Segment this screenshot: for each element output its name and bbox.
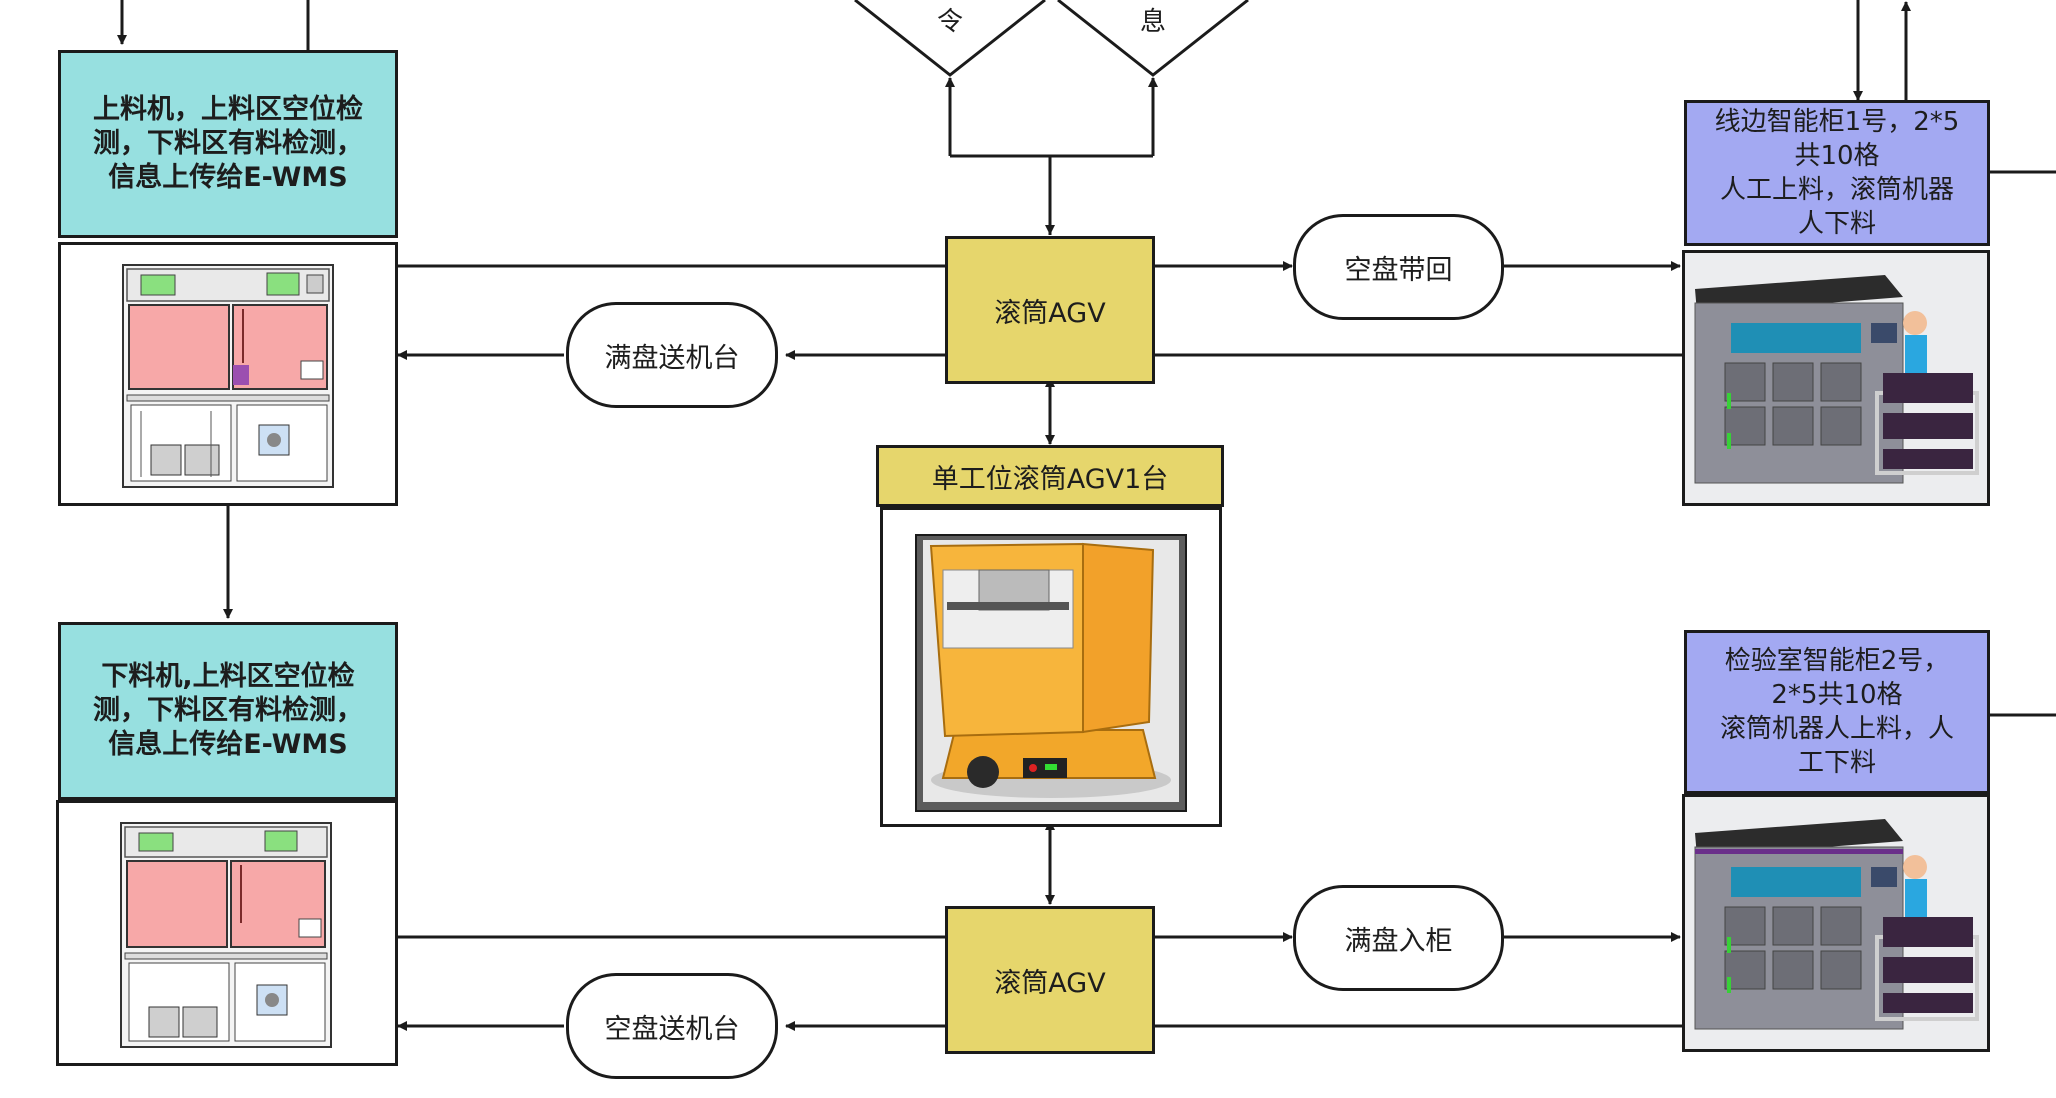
unloader-description-box: 下料机,上料区空位检 测，下料区有料检测， 信息上传给E-WMS [58, 622, 398, 800]
loader-description-box: 上料机，上料区空位检 测，下料区有料检测， 信息上传给E-WMS [58, 50, 398, 238]
unloader-machine-image [56, 800, 398, 1066]
cabinet2-image [1682, 794, 1990, 1052]
diamond-left-text: 令 [937, 7, 963, 37]
cabinet1-description-box: 线边智能柜1号，2*5 共10格 人工上料，滚筒机器 人下料 [1684, 100, 1990, 246]
agv-photo-frame [880, 507, 1222, 827]
empty-tray-to-machine-pill: 空盘送机台 [566, 973, 778, 1079]
agv-robot-illustration [915, 534, 1187, 812]
unloader-machine-drawing [120, 822, 332, 1048]
full-tray-to-machine-pill: 满盘送机台 [566, 302, 778, 408]
cabinet1-illustration [1685, 253, 1987, 503]
cabinet1-image [1682, 250, 1990, 506]
full-tray-to-cabinet-pill: 满盘入柜 [1293, 885, 1504, 991]
cabinet2-description-box: 检验室智能柜2号， 2*5共10格 滚筒机器人上料，人 工下料 [1684, 630, 1990, 794]
agv-bottom-box: 滚筒AGV [945, 906, 1155, 1054]
loader-machine-image [58, 242, 398, 506]
diamond-right-text: 息 [1140, 7, 1166, 37]
loader-machine-drawing [122, 264, 334, 488]
agv-header-box: 单工位滚筒AGV1台 [876, 445, 1224, 507]
empty-tray-return-pill: 空盘带回 [1293, 214, 1504, 320]
cabinet2-illustration [1685, 797, 1987, 1049]
agv-top-box: 滚筒AGV [945, 236, 1155, 384]
